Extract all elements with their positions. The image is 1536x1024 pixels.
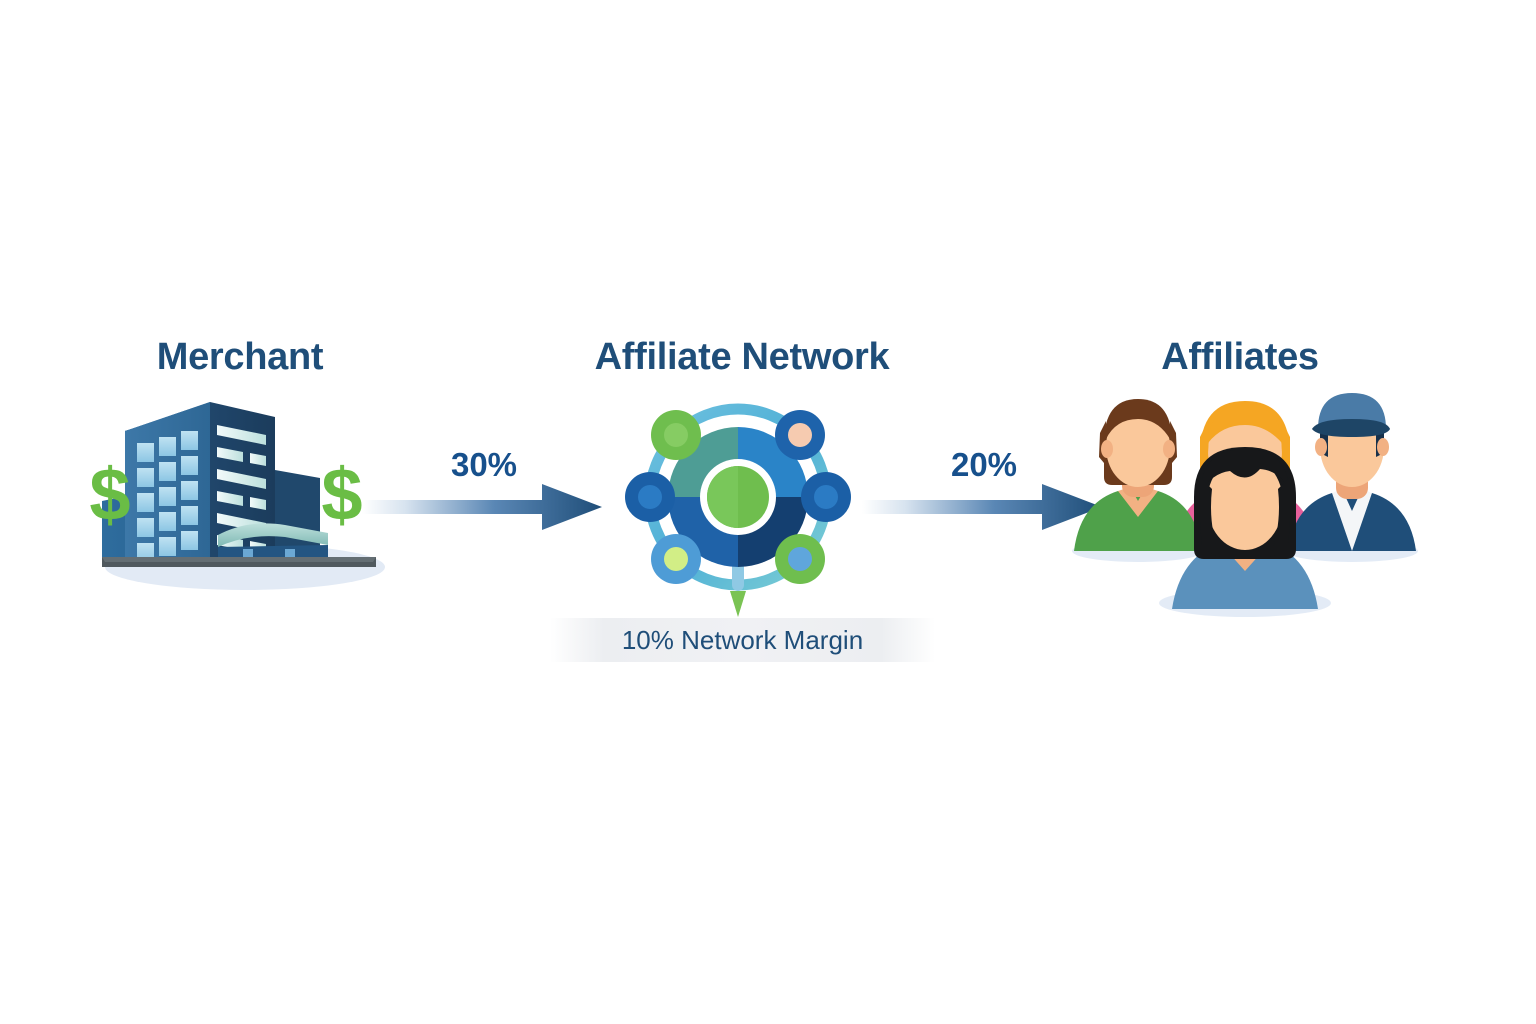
- merchant-building-illustration: $ $: [80, 385, 410, 605]
- node-title-merchant: Merchant: [156, 336, 324, 378]
- flow-arrow-merchant-to-network: [362, 480, 602, 539]
- node-title-affiliate-network: Affiliate Network: [594, 336, 890, 378]
- affiliate-person-green-shirt: [1074, 399, 1202, 551]
- network-hub-illustration: [610, 385, 875, 630]
- network-margin-label: 10% Network Margin: [621, 624, 864, 655]
- network-margin-band: 10% Network Margin: [550, 618, 935, 662]
- flow-arrow-network-to-affiliates: [862, 480, 1102, 539]
- affiliate-person-front: [1172, 447, 1318, 609]
- flow-label-network-to-affiliates: 20%: [950, 446, 1018, 483]
- dollar-sign-icon-right: $: [321, 453, 362, 536]
- dollar-sign-icon-left: $: [89, 453, 130, 536]
- network-nodes: [625, 410, 851, 584]
- network-core: [707, 466, 769, 528]
- network-margin-down-arrow: [730, 591, 746, 617]
- flow-label-merchant-to-network: 30%: [450, 446, 518, 483]
- building-window-grid-left: [137, 431, 198, 562]
- affiliates-people-illustration: [1060, 385, 1430, 630]
- affiliate-person-cap: [1288, 393, 1416, 551]
- building-window-bands-right: [217, 425, 266, 554]
- node-title-affiliates: Affiliates: [1161, 336, 1319, 378]
- cap-brim: [1312, 419, 1390, 437]
- building-entrance-canopy: [218, 523, 328, 547]
